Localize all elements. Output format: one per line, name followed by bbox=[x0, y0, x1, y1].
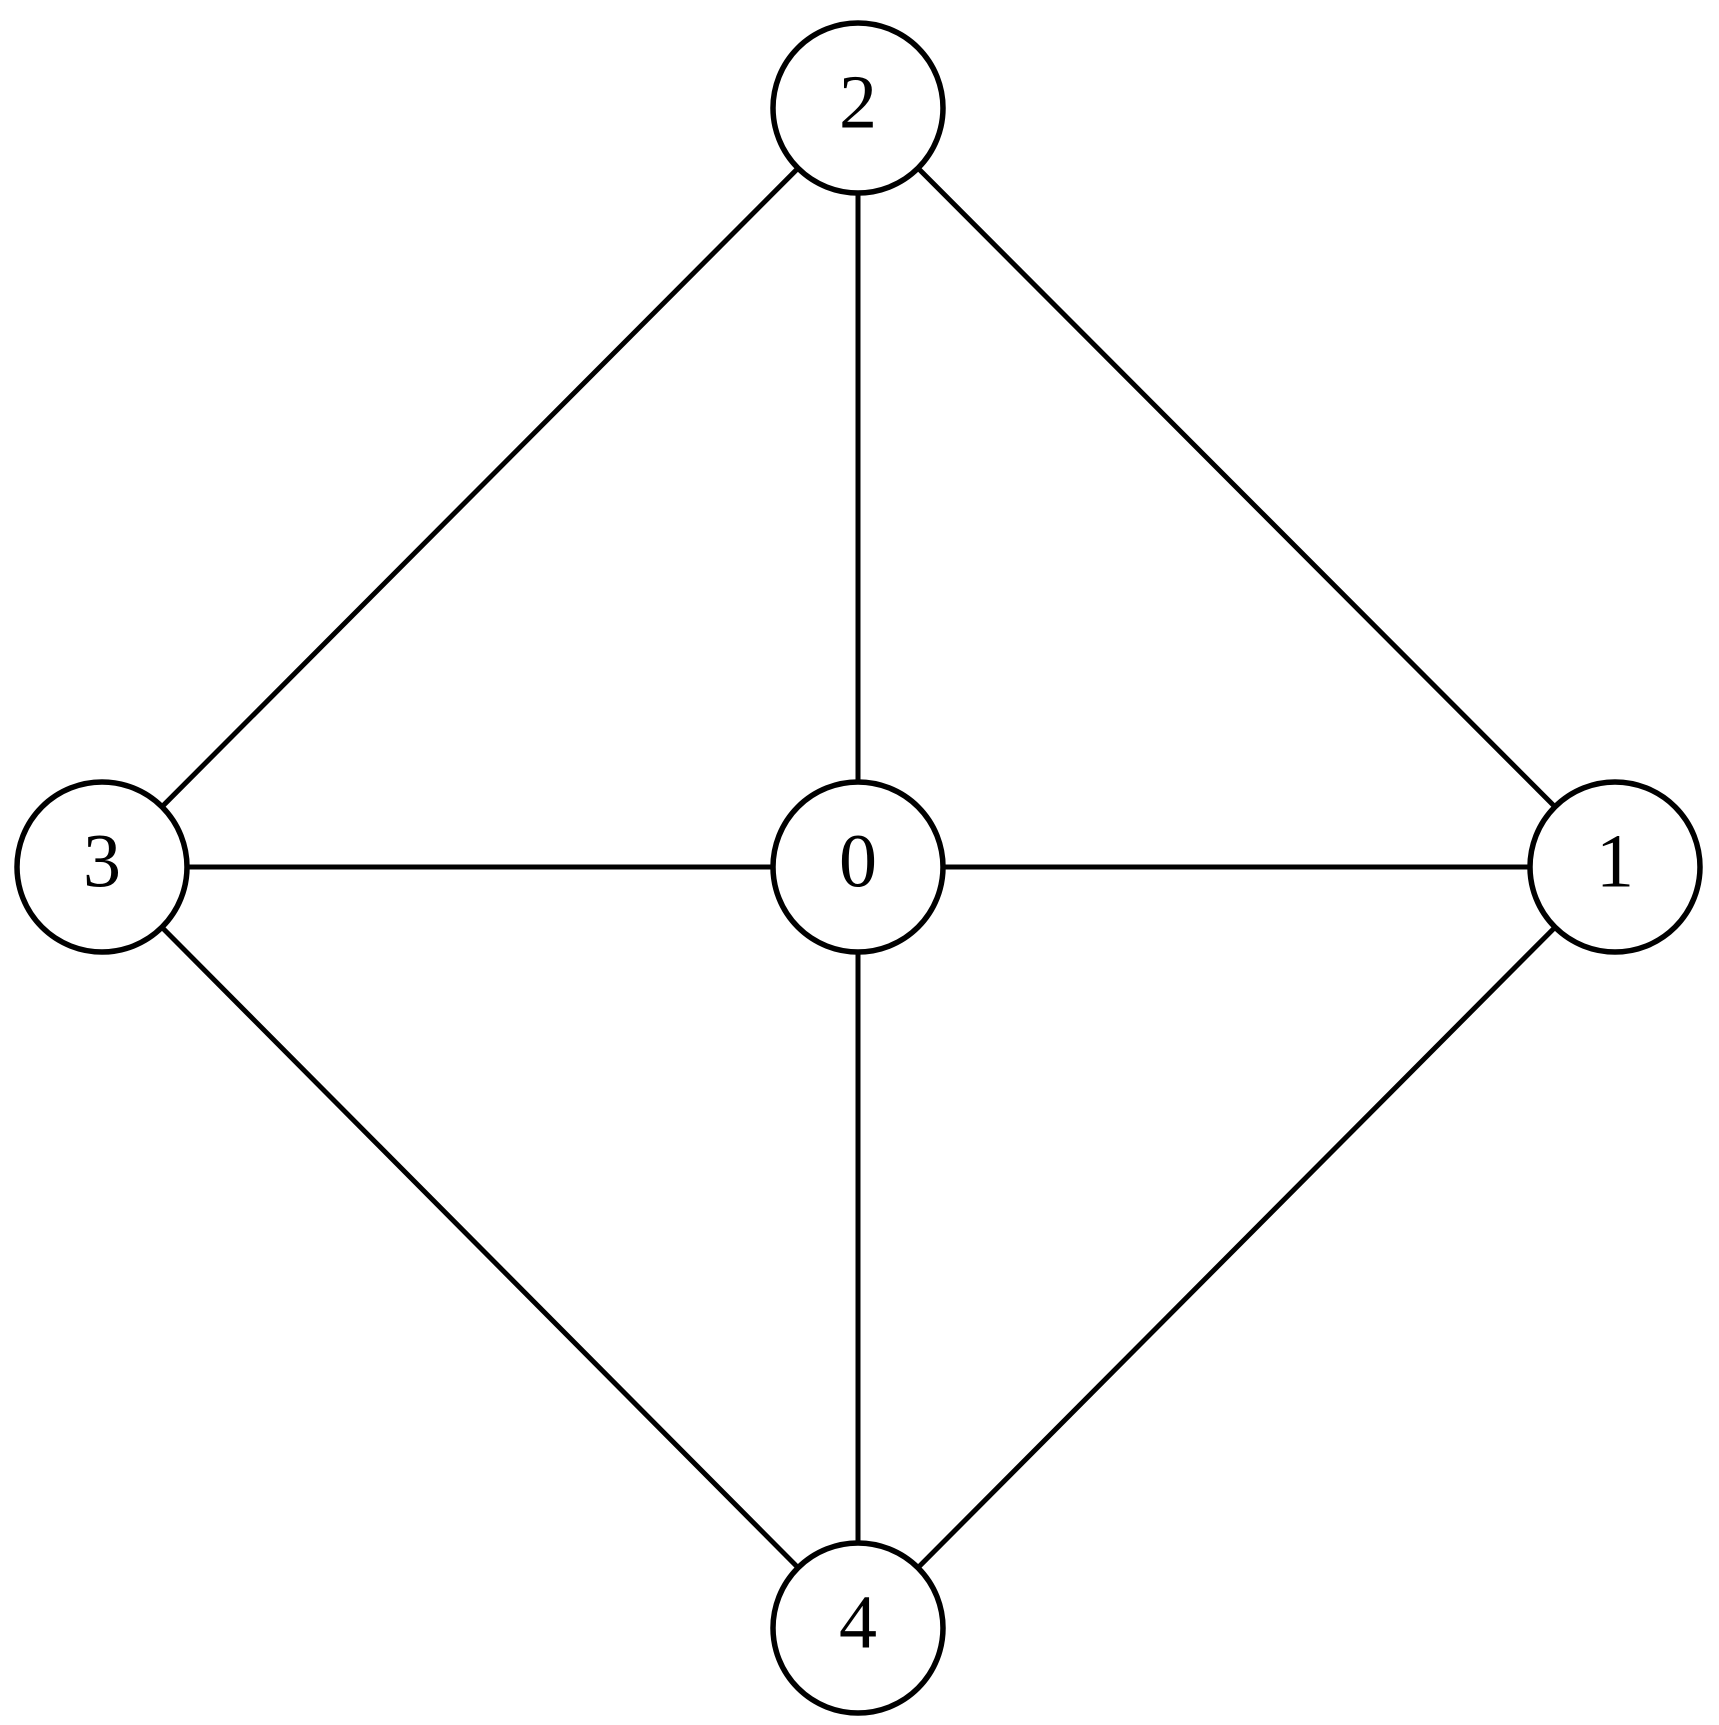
node-label-1: 1 bbox=[1596, 819, 1634, 903]
node-layer: 0 1 2 3 4 bbox=[14, 20, 1703, 1716]
node-label-4: 4 bbox=[839, 1580, 877, 1664]
node-circle-4[interactable] bbox=[770, 1540, 946, 1716]
edge-3-4 bbox=[158, 924, 802, 1571]
node-label-0: 0 bbox=[839, 819, 877, 903]
node-label-2: 2 bbox=[839, 60, 877, 144]
node-circle-1[interactable] bbox=[1527, 779, 1703, 955]
graph-node-4[interactable]: 4 bbox=[770, 1540, 946, 1716]
edge-1-2 bbox=[914, 165, 1559, 810]
graph-node-0[interactable]: 0 bbox=[770, 779, 946, 955]
node-label-3: 3 bbox=[83, 819, 121, 903]
node-circle-2[interactable] bbox=[770, 20, 946, 196]
graph-node-1[interactable]: 1 bbox=[1527, 779, 1703, 955]
edge-2-3 bbox=[158, 165, 802, 810]
node-circle-0[interactable] bbox=[770, 779, 946, 955]
node-circle-3[interactable] bbox=[14, 779, 190, 955]
edge-layer bbox=[158, 165, 1559, 1571]
edge-1-4 bbox=[914, 924, 1559, 1571]
graph-node-3[interactable]: 3 bbox=[14, 779, 190, 955]
graph-node-2[interactable]: 2 bbox=[770, 20, 946, 196]
